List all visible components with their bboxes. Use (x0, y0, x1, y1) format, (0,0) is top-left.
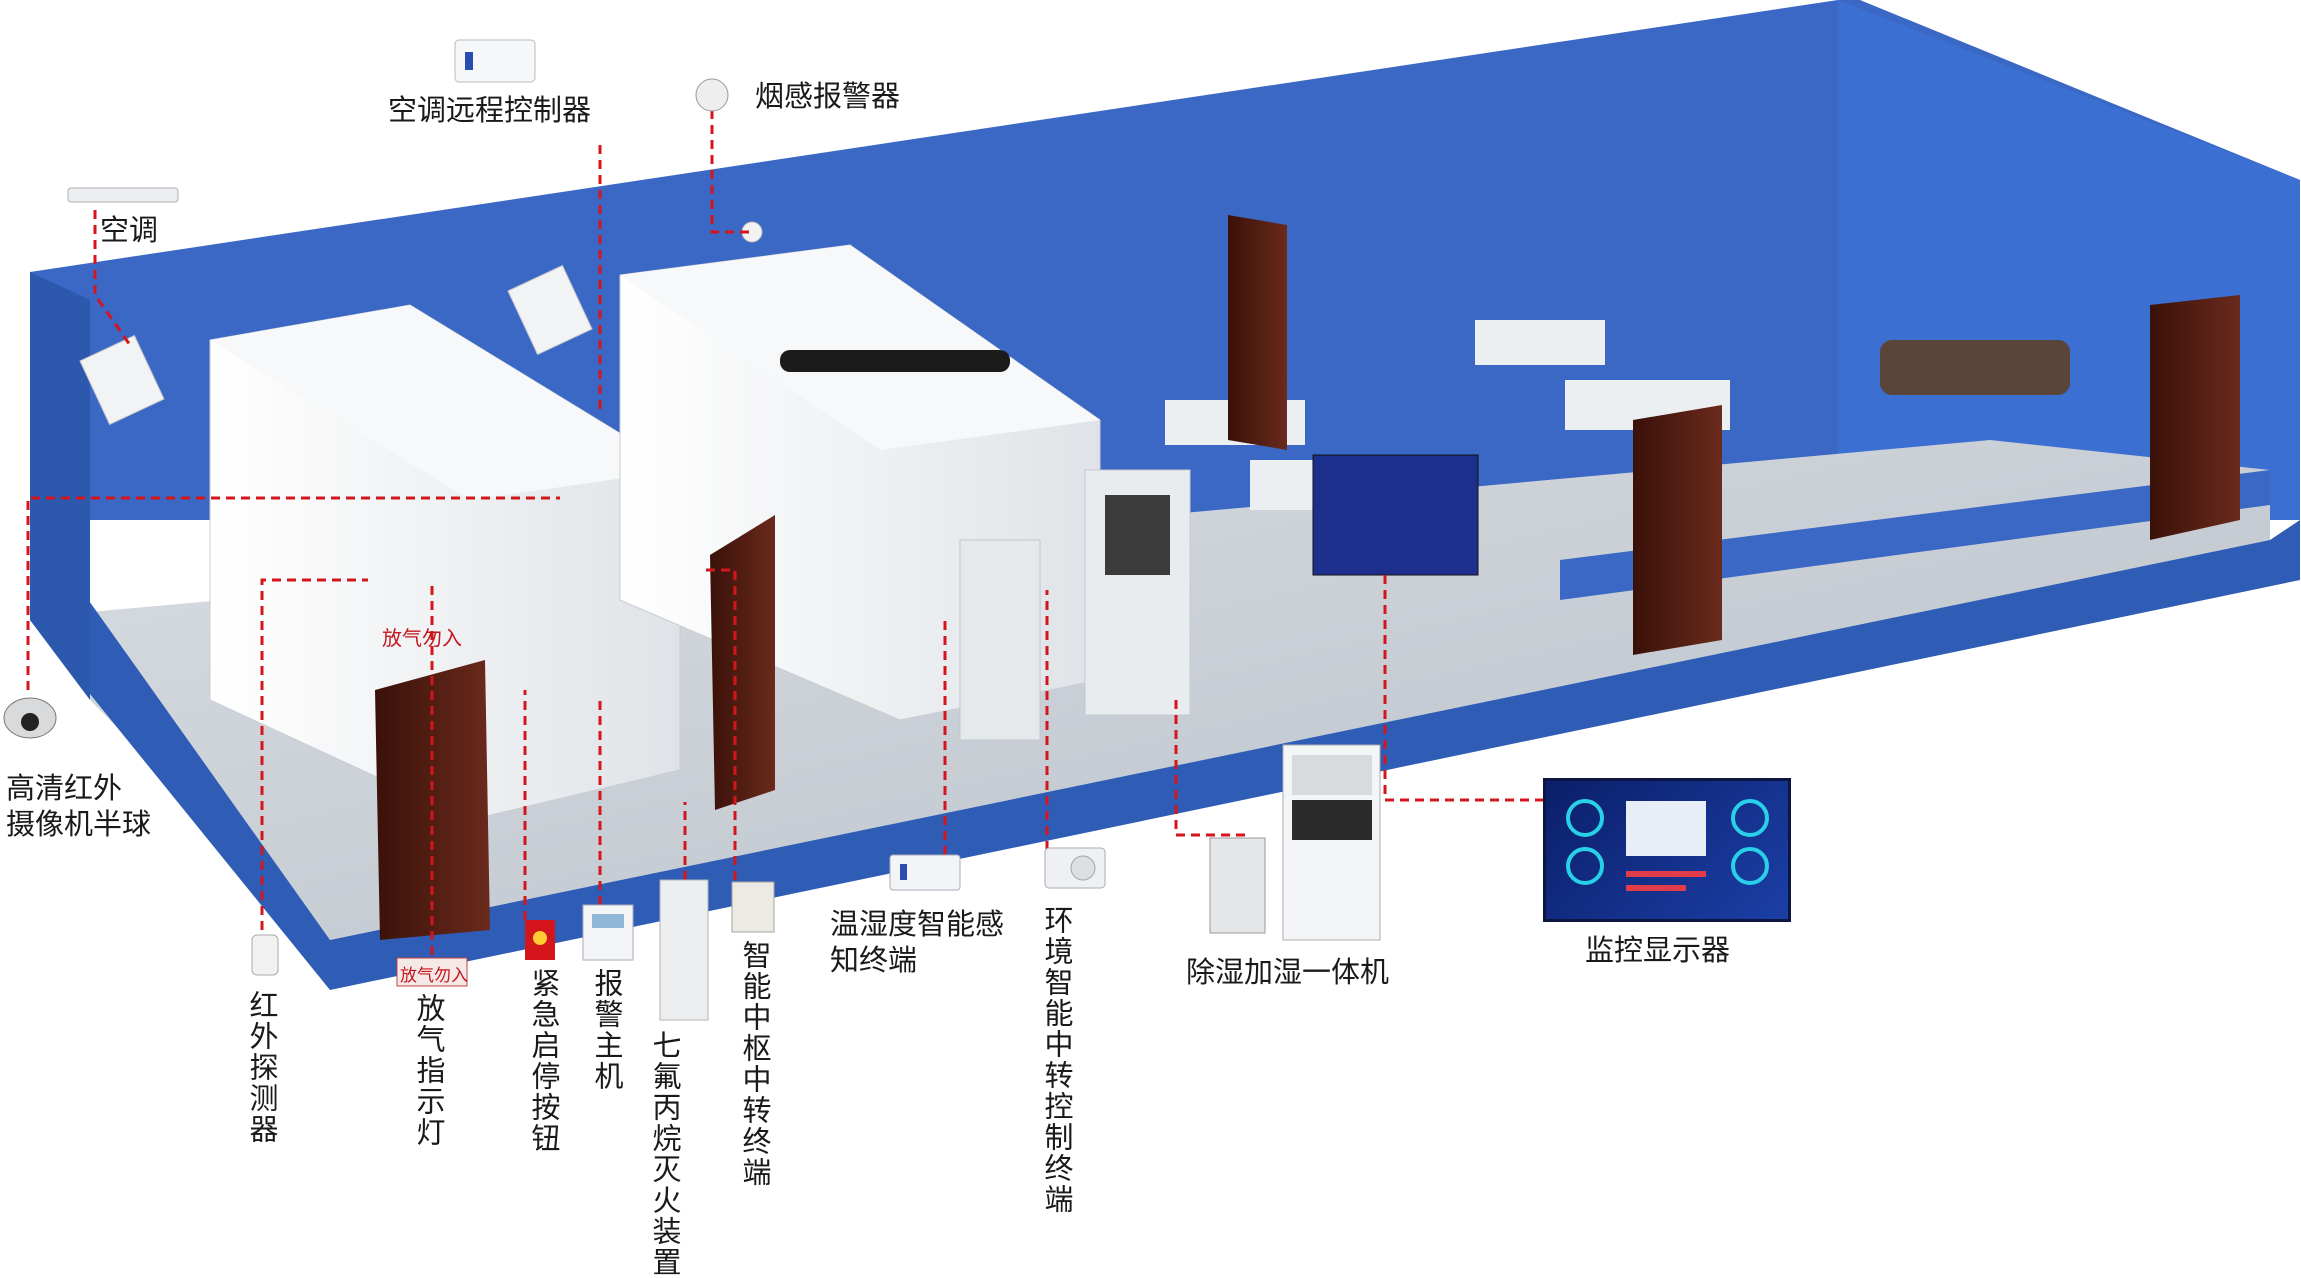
label-dehumid: 除湿加湿一体机 (1186, 955, 1390, 989)
door-middle (710, 515, 775, 810)
label-ac: 空调 (100, 213, 159, 247)
ac-unit-wall-mid (507, 264, 593, 356)
label-env-hub: 环境智能中转控制终端 (1040, 905, 1074, 1215)
label-camera: 高清红外 摄像机半球 (6, 771, 152, 841)
leader-hub-terminal (705, 568, 737, 880)
alert-bar (1626, 885, 1686, 891)
monitor-in-room (1312, 454, 1479, 576)
ac-remote-icon (454, 39, 536, 83)
door-partition (1633, 405, 1722, 655)
label-monitor: 监控显示器 (1585, 933, 1731, 967)
ac-unit-wall-left (79, 334, 165, 426)
leader-camera (26, 496, 560, 690)
gauge-icon (1566, 847, 1604, 885)
dehumid-icon-small (1209, 837, 1266, 934)
door-back-left (1228, 215, 1287, 450)
alarm-host-icon (582, 904, 634, 961)
label-gas-indicator: 放气指示灯 (412, 993, 446, 1148)
partition-wall (1560, 470, 2270, 600)
fire-cabinet (959, 539, 1041, 741)
gas-sign-on-wall: 放气勿入 (382, 626, 462, 650)
label-alarm-host: 报警主机 (590, 968, 624, 1092)
gas-indicator-icon (396, 957, 468, 987)
fire-ext-icon (659, 879, 709, 1021)
label-ir-detector: 红外探测器 (245, 990, 279, 1145)
leader-smoke-alarm (710, 110, 752, 234)
archive-room-diagram (3, 0, 2300, 1021)
cabinet-rail (780, 350, 1010, 372)
label-ac-remote: 空调远程控制器 (388, 93, 592, 127)
leader-lines (26, 110, 1543, 955)
hub-terminal-icon (731, 881, 775, 933)
back-wall (30, 0, 2300, 520)
leader-ir-detector (260, 578, 368, 930)
ac-icon (67, 187, 179, 203)
label-emergency-button: 紧急启停按钮 (527, 968, 561, 1154)
leader-monitor (1383, 575, 1543, 802)
smoke-alarm-icon (695, 78, 729, 112)
left-wall (30, 272, 90, 700)
label-smoke-alarm: 烟感报警器 (755, 79, 901, 113)
gauge-icon (1731, 847, 1769, 885)
gauge-icon (1566, 799, 1604, 837)
floorplan-panel (1626, 801, 1706, 856)
leader-ac (93, 210, 132, 346)
leader-dehumid (1174, 700, 1250, 837)
monitor-display-icon (1543, 778, 1791, 922)
gauge-icon (1731, 799, 1769, 837)
ir-detector-icon (251, 934, 279, 976)
alert-bar (1626, 871, 1706, 877)
door-right (2150, 295, 2240, 540)
label-th-sensor: 温湿度智能感知终端 (830, 907, 1005, 977)
label-fire-ext: 七氟丙烷灭火装置 (648, 1030, 682, 1278)
sofa (1880, 340, 2070, 395)
gas-sign-small: 放气勿入 (400, 966, 468, 986)
th-sensor-icon (889, 854, 961, 891)
desk-3 (1475, 320, 1605, 365)
label-hub-terminal: 智能中枢中转终端 (738, 940, 772, 1188)
